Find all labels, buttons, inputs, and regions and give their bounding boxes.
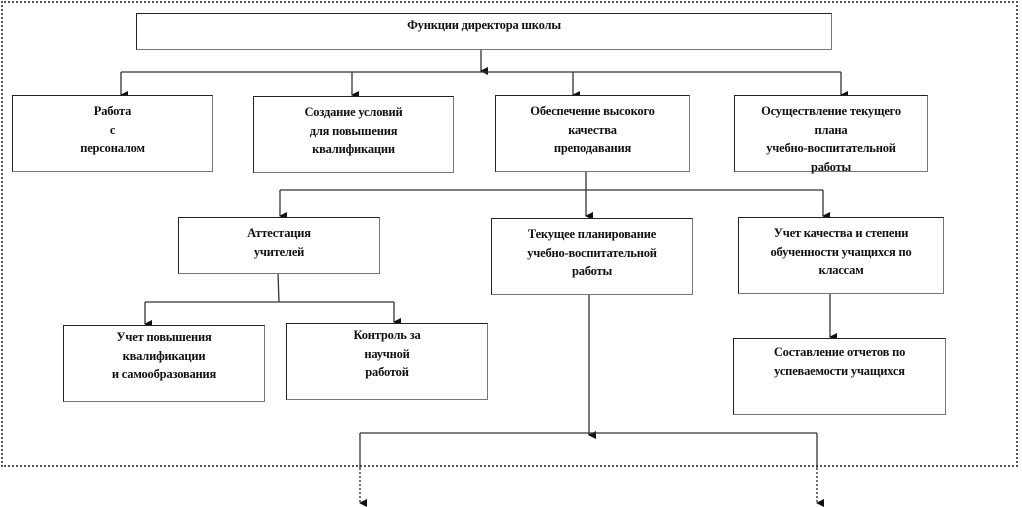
node-line: Работа [93, 104, 132, 118]
node-research-control: Контроль за научной работой [286, 323, 488, 400]
node-qualification-conditions: Создание условий для повышения квалифика… [253, 96, 454, 173]
node-root-line: Функции директора школы [407, 18, 561, 32]
node-line: Аттестация [247, 226, 311, 240]
node-line: работы [571, 264, 613, 278]
dotted-frame [1, 1, 1018, 467]
node-current-planning: Текущее планирование учебно-воспитательн… [491, 218, 693, 295]
node-line: работы [810, 159, 852, 174]
node-line: квалификации [122, 348, 206, 363]
node-line: учителей [253, 244, 305, 259]
node-line: Обеспечение высокого [530, 104, 655, 118]
node-line: успеваемости учащихся [774, 363, 905, 378]
node-line: Создание условий [304, 105, 403, 119]
node-progress-reports: Составление отчетов по успеваемости учащ… [733, 338, 946, 415]
node-line: плана [814, 122, 848, 137]
node-root: Функции директора школы [136, 13, 832, 50]
node-line: и самообразования [111, 367, 217, 381]
node-current-plan: Осуществление текущего плана учебно-восп… [734, 95, 928, 174]
node-qualification-accounting: Учет повышения квалификации и самообразо… [63, 325, 265, 402]
node-line: Текущее планирование [527, 227, 657, 241]
node-line: для повышения [309, 123, 398, 138]
node-personnel: Работа с персоналом [12, 95, 213, 172]
node-teaching-quality: Обеспечение высокого качества преподаван… [495, 95, 690, 172]
node-line: Контроль за [353, 328, 421, 342]
node-line: преподавания [553, 141, 632, 155]
node-line: работой [365, 365, 409, 379]
node-line: персоналом [80, 141, 145, 155]
node-line: Учет качества и степени [773, 226, 909, 240]
node-line: квалификации [312, 142, 395, 156]
node-line: научной [364, 346, 410, 361]
node-line: учебно-воспитательной [527, 245, 657, 260]
node-line: классам [818, 263, 864, 277]
node-line: Учет повышения [116, 330, 212, 344]
node-line: обученности учащихся по [770, 244, 912, 259]
node-line: Составление отчетов по [773, 345, 906, 359]
node-quality-accounting: Учет качества и степени обученности учащ… [738, 217, 944, 294]
node-attestation: Аттестация учителей [178, 217, 380, 274]
node-line: Осуществление текущего [761, 104, 901, 118]
edge-attestation-stem [277, 272, 280, 303]
node-line: с [109, 122, 116, 137]
node-line: качества [568, 122, 617, 137]
node-line: учебно-воспитательной [766, 141, 896, 155]
